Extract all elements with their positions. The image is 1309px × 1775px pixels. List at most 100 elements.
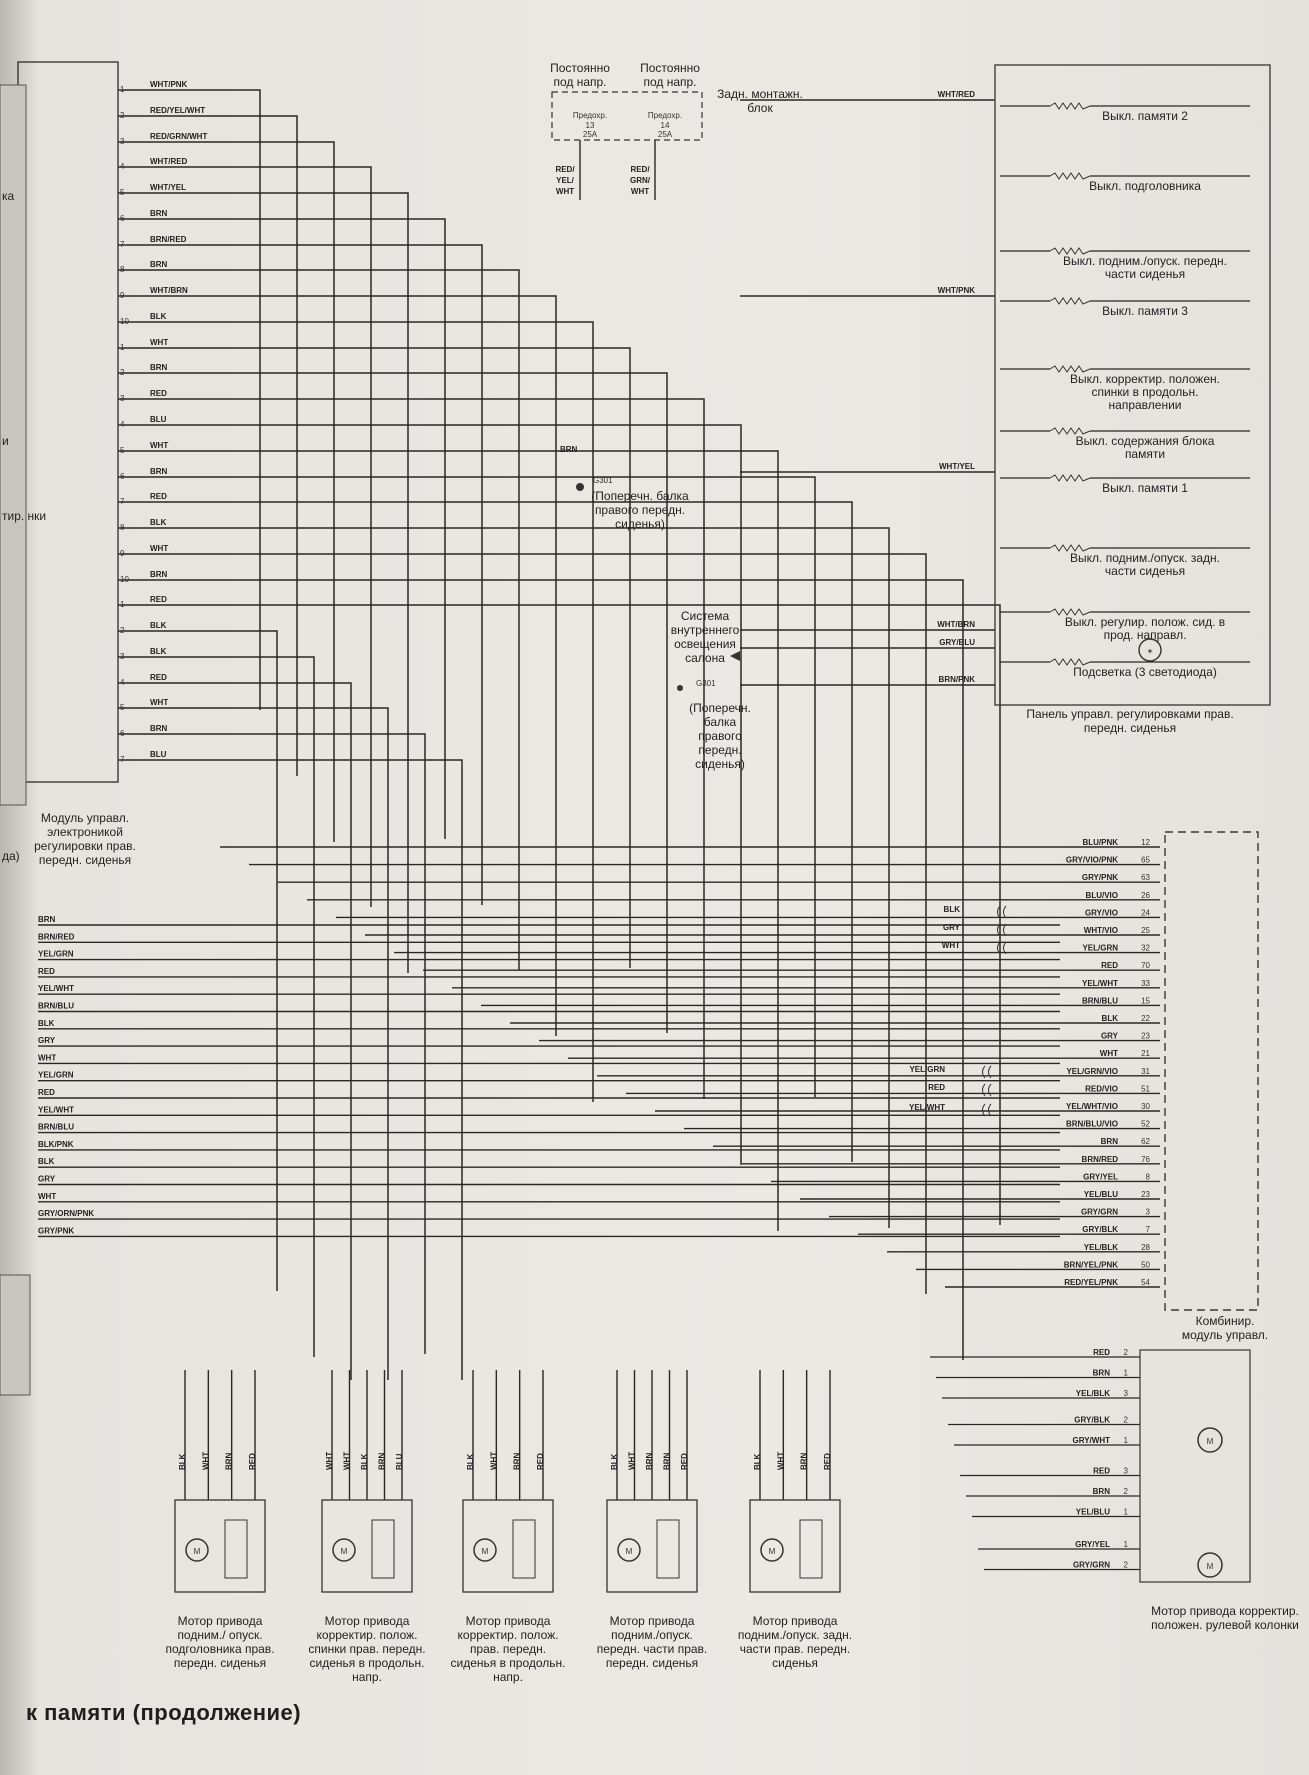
combo-wire-label: BRN/RED [1082,1155,1119,1164]
labels: WHT/PNK1RED/YEL/WHT2RED/GRN/WHT3WHT/RED4… [2,61,1299,1684]
column-pin-number: 3 [1124,1467,1129,1476]
footer-title: к памяти (продолжение) [26,1700,302,1725]
fuse-14-wire: RED/GRN/WHT [630,165,651,196]
connector-icon [982,1065,992,1079]
wire-label-blk: BLK [150,518,167,527]
module-wire [118,656,315,1357]
module-wire [118,244,483,905]
fuse-14-amp: 25A [658,130,673,139]
component-boxes [0,61,1271,1593]
wire-label-brn-red: BRN/RED [150,235,187,244]
column-pin-number: 2 [1124,1561,1129,1570]
panel-wire-label: WHT/YEL [939,462,975,471]
module-wire [118,166,372,907]
module-wire [118,630,278,1291]
column-wire-label: BRN [1093,1487,1111,1496]
column-pin-number: 1 [1124,1436,1129,1445]
module-wire [118,141,335,842]
bottom-wire-label: BRN/BLU [38,1123,74,1132]
fuse-13-amp: 25A [583,130,598,139]
module-wire [118,707,389,1380]
left-module-frame [17,61,119,783]
motor-wire-label: WHT [325,1452,334,1470]
switch-label-1: Выкл. памяти 2 [1102,109,1188,123]
bottom-wire-label: YEL/WHT [38,1105,74,1114]
column-wire-label: GRY/WHT [1073,1436,1111,1445]
panel-wire-label: WHT/RED [938,90,976,99]
pin-number: 9 [120,549,125,558]
motor-wire-label: WHT [628,1452,637,1470]
column-pin-number: 3 [1124,1389,1129,1398]
combo-pin-number: 62 [1141,1137,1150,1146]
combo-wire-label: GRY/VIO [1085,908,1118,917]
combo-pin-number: 21 [1141,1049,1150,1058]
motor-glyph: M [482,1547,489,1556]
left-edge-connector [0,1274,31,1396]
combo-wire-label: WHT/VIO [1084,926,1118,935]
fuse-13-num: 13 [586,121,595,130]
pin-number: 10 [120,575,129,584]
connector-icon [997,923,1007,937]
combo-pin-number: 33 [1141,979,1150,988]
panel-wire-label: WHT/BRN [937,620,975,629]
pin-number: 1 [120,343,125,352]
motor-wire-label: RED [680,1453,689,1470]
module-wire [118,115,298,776]
combo-side-wire: YEL/GRN [909,1065,945,1074]
resistor-icon [1049,365,1091,373]
column-wire-label: GRY/YEL [1075,1540,1110,1549]
seat-motor-frame [462,1499,554,1593]
wire-label-brn: BRN [150,260,168,269]
pin-number: 5 [120,703,125,712]
combo-pin-number: 7 [1146,1225,1151,1234]
pin-number: 3 [120,652,125,661]
switch-label-5: Выкл. корректир. положен.спинки в продол… [1070,372,1220,412]
motor-wire-label: BLK [753,1453,762,1470]
wire-label-blk: BLK [150,621,167,630]
column-wire-label: YEL/BLK [1076,1389,1110,1398]
ground-a-wire: BRN [560,445,578,454]
wire-label-red: RED [150,673,167,682]
column-wire-label: GRY/GRN [1073,1561,1110,1570]
motor-wire-label: BLK [360,1453,369,1470]
panel-wire-label: GRY/BLU [939,638,975,647]
combo-side-wire: YEL/WHT [909,1103,945,1112]
combo-wire-label: YEL/WHT [1082,979,1118,988]
module-wire [118,321,594,1102]
combo-wire-label: RED [1101,961,1118,970]
column-wire-label: GRY/BLK [1074,1416,1110,1425]
motor-icon [760,1538,784,1562]
wire-label-red: RED [150,492,167,501]
switch-label-3: Выкл. подним./опуск. передн.части сидень… [1063,254,1227,281]
combo-wire-label: YEL/BLK [1084,1243,1118,1252]
resistor-icon [1049,608,1091,616]
pin-number: 10 [120,317,129,326]
wire-bundle [38,89,1250,1571]
module-wire [118,527,890,1228]
bottom-wire-label: BLK/PNK [38,1140,74,1149]
module-wire [118,398,705,1099]
seat-motor-frame [606,1499,698,1593]
wire-label-brn: BRN [150,363,168,372]
motor-wire-label: RED [536,1453,545,1470]
combo-side-wire: RED [928,1083,945,1092]
resistor-icon [1049,102,1091,110]
column-motor-title: Мотор привода корректир.положен. рулевой… [1151,1604,1299,1632]
motor-glyph: M [341,1547,348,1556]
pin-number: 4 [120,678,125,687]
pin-number: 8 [120,265,125,274]
combo-pin-number: 8 [1146,1172,1151,1181]
seat-motor-frame [174,1499,266,1593]
wire-label-wht-pnk: WHT/PNK [150,80,188,89]
combo-wire-label: WHT [1100,1049,1118,1058]
combo-pin-number: 63 [1141,873,1150,882]
wire-label-blu: BLU [150,750,167,759]
pin-number: 7 [120,497,125,506]
motor-glyph: M [194,1547,201,1556]
combo-pin-number: 54 [1141,1278,1150,1287]
